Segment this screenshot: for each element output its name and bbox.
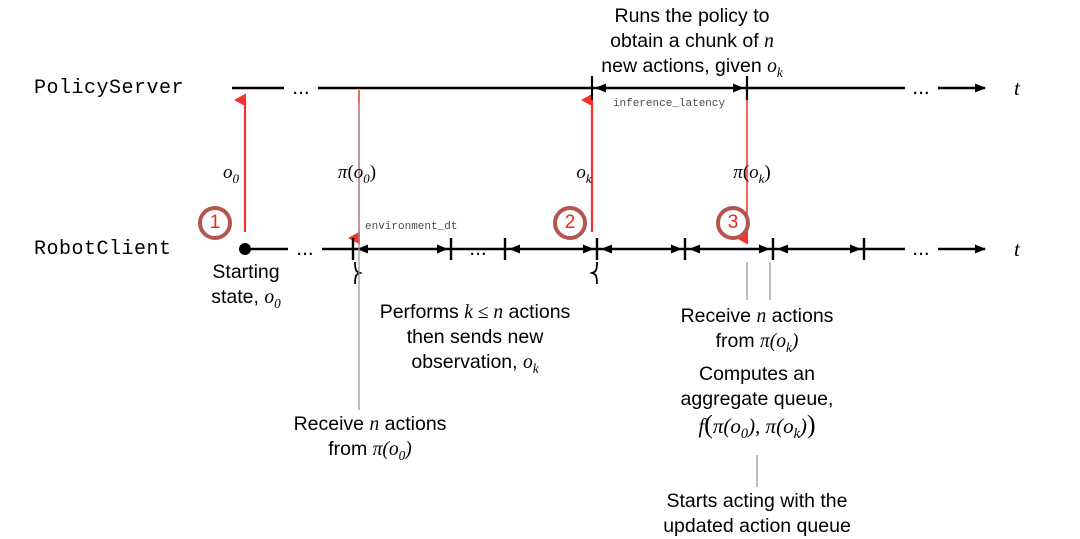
note-starting-state-line2: state, o0	[211, 286, 281, 311]
event-label-ok: ok	[576, 162, 592, 186]
note-receive-o0-line1: Receive n actions	[293, 413, 447, 435]
note-starts-acting-line2: updated action queue	[663, 515, 851, 537]
lane-label-robotclient: RobotClient	[34, 238, 172, 261]
note-computes-line3: f(π(o0), π(ok))	[698, 410, 816, 443]
note-receive-ok-line1: Receive n actions	[680, 305, 834, 327]
note-computes-line1: Computes an	[699, 363, 815, 385]
ellipsis-policyserver-right: ...	[912, 76, 930, 99]
event-label-o0: o0	[223, 162, 239, 186]
event-label-pi-o0: π(o0)	[337, 162, 377, 186]
robotclient-interval-ticks	[351, 238, 866, 260]
ellipsis-robotclient-mid: ...	[469, 237, 487, 260]
axis-label-t-policyserver: t	[1014, 76, 1020, 100]
note-runs-policy-line3: new actions, given ok	[601, 55, 783, 80]
inference-latency-measure	[590, 76, 749, 100]
note-performs-line3: observation, ok	[411, 351, 539, 376]
red-transfer-arrows	[234, 90, 748, 245]
math-o0: o0	[264, 287, 281, 311]
note-runs-policy: Runs the policy to obtain a chunk of n n…	[542, 4, 842, 85]
math-n-2: n	[369, 414, 380, 435]
note-receive-n-actions-o0: Receive n actions from π(o0)	[245, 412, 495, 468]
note-computes-aggregate: Computes an aggregate queue, f(π(o0), π(…	[632, 362, 882, 447]
label-inference-latency: inference_latency	[612, 98, 726, 110]
note-performs: Performs k ≤ n actions then sends new ob…	[330, 300, 620, 381]
math-pi-o0: π(o0)	[372, 439, 412, 463]
note-starting-state-line1: Starting	[212, 261, 280, 283]
ellipsis-policyserver-left: ...	[292, 76, 310, 99]
math-f: f	[698, 414, 705, 438]
note-receive-n-actions-ok: Receive n actions from π(ok)	[632, 304, 882, 360]
math-pi-ok: π(ok)	[760, 331, 799, 355]
math-n-3: n	[756, 306, 767, 327]
starting-state-dot	[239, 243, 251, 255]
note-performs-line2: then sends new	[406, 326, 544, 348]
step-badge-2[interactable]: 2	[553, 206, 587, 240]
math-n: n	[764, 31, 774, 52]
lane-label-policyserver: PolicyServer	[34, 77, 185, 100]
step-badge-1[interactable]: 1	[198, 206, 232, 240]
label-environment-dt: environment_dt	[365, 221, 458, 233]
performs-brace	[354, 261, 598, 285]
ellipsis-robotclient-left: ...	[296, 237, 314, 260]
event-label-pi-ok: π(ok)	[733, 162, 771, 186]
note-starts-acting: Starts acting with the updated action qu…	[617, 489, 897, 539]
math-pi-o0-2: π(o0	[712, 414, 749, 443]
note-performs-line1: Performs k ≤ n actions	[379, 301, 571, 323]
math-ok-2: ok	[523, 352, 539, 376]
note-starting-state: Starting state, o0	[166, 260, 326, 316]
axis-label-t-robotclient: t	[1014, 237, 1020, 261]
note-receive-o0-line2: from π(o0)	[328, 438, 412, 463]
step-badge-3[interactable]: 3	[716, 206, 750, 240]
leader-lines	[358, 103, 771, 487]
math-pi-ok-2: ), π(ok)	[748, 414, 807, 443]
ellipsis-robotclient-right: ...	[912, 237, 930, 260]
note-starts-acting-line1: Starts acting with the	[666, 490, 848, 512]
note-runs-policy-line1: Runs the policy to	[614, 5, 770, 27]
note-runs-policy-line2: obtain a chunk of n	[610, 30, 774, 52]
math-ok: ok	[767, 56, 783, 80]
note-receive-ok-line2: from π(ok)	[715, 330, 799, 355]
note-computes-line2: aggregate queue,	[680, 388, 834, 410]
math-k-le-n: k ≤ n	[464, 302, 504, 323]
